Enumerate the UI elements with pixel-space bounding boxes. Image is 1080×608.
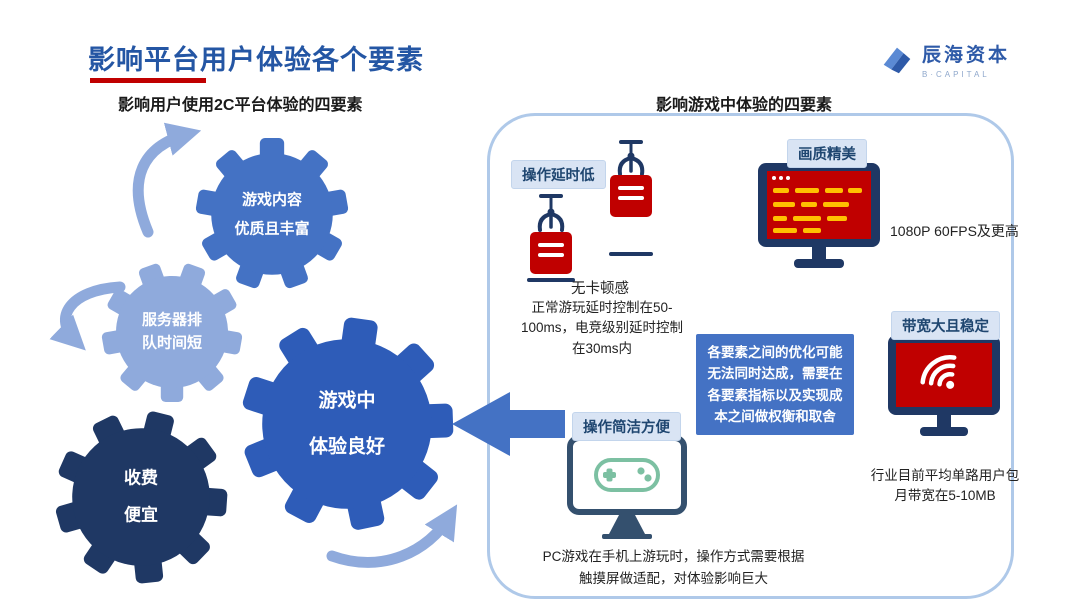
tradeoff-note: 各要素之间的优化可能无法同时达成，需要在各要素指标以及实现成本之间做权衡和取舍 (696, 334, 854, 436)
logo-subtitle: B·CAPITAL (922, 70, 990, 79)
gear-server-label: 服务器排 队时间短 (142, 310, 202, 355)
gear-content-line1: 游戏内容 (241, 191, 303, 209)
quality-monitor-icon (758, 163, 880, 268)
gear-fee-line1: 收费 (124, 468, 158, 488)
gears-diagram (35, 122, 565, 602)
gear-content-label: 游戏内容 优质且丰富 (234, 187, 309, 244)
bandwidth-badge: 带宽大且稳定 (891, 311, 1000, 340)
wifi-icon (920, 355, 957, 389)
title-underline (90, 78, 206, 83)
operation-monitor-icon (567, 435, 687, 539)
quality-description: 1080P 60FPS及更高 (890, 223, 1019, 239)
claw-machine-icon (527, 194, 575, 282)
gear-server-line1: 服务器排 (141, 311, 203, 329)
gear-center-line1: 游戏中 (318, 390, 376, 412)
bandwidth-description: 行业目前平均单路用户包月带宽在5-10MB (870, 468, 1020, 504)
gamepad-icon (594, 458, 660, 492)
quality-badge: 画质精美 (787, 139, 867, 168)
gear-content-line2: 优质且丰富 (234, 220, 310, 237)
gear-fee-label: 收费 便宜 (124, 460, 158, 535)
claw-machine-icon (609, 140, 653, 256)
cycle-arrow-bottom-icon (326, 504, 458, 568)
bandwidth-monitor-icon (888, 335, 1000, 436)
latency-badge: 操作延时低 (511, 160, 606, 189)
gear-center-label: 游戏中 体验良好 (309, 378, 385, 469)
cycle-arrow-left-icon (49, 281, 126, 351)
page-title: 影响平台用户体验各个要素 (88, 45, 424, 75)
logo-name: 辰海资本 (922, 45, 1011, 66)
logo-icon (883, 47, 911, 74)
cycle-arrow-top-icon (132, 122, 202, 238)
gear-server-line2: 队时间短 (141, 334, 203, 351)
gear-center-line2: 体验良好 (308, 436, 386, 457)
claw-machine-icons (527, 140, 653, 282)
operation-description: PC游戏在手机上游玩时，操作方式需要根据触摸屏做适配，对体验影响巨大 (542, 549, 805, 587)
menu-dashes-icon (773, 188, 862, 233)
logo-text: 辰海资本 B·CAPITAL (922, 40, 1010, 79)
right-section-title: 影响游戏中体验的四要素 (656, 97, 833, 114)
game-factors-panel (487, 113, 1014, 599)
operation-badge: 操作简洁方便 (572, 412, 681, 441)
latency-description: 正常游玩延时控制在50-100ms，电竞级别延时控制在30ms内 (520, 300, 684, 356)
latency-subtitle: 无卡顿感 (571, 281, 629, 297)
gear-fee-line2: 便宜 (124, 506, 158, 525)
flow-arrow-icon (452, 392, 565, 456)
logo: 辰海资本 B·CAPITAL (878, 40, 1010, 79)
left-section-title: 影响用户使用2C平台体验的四要素 (118, 97, 363, 114)
